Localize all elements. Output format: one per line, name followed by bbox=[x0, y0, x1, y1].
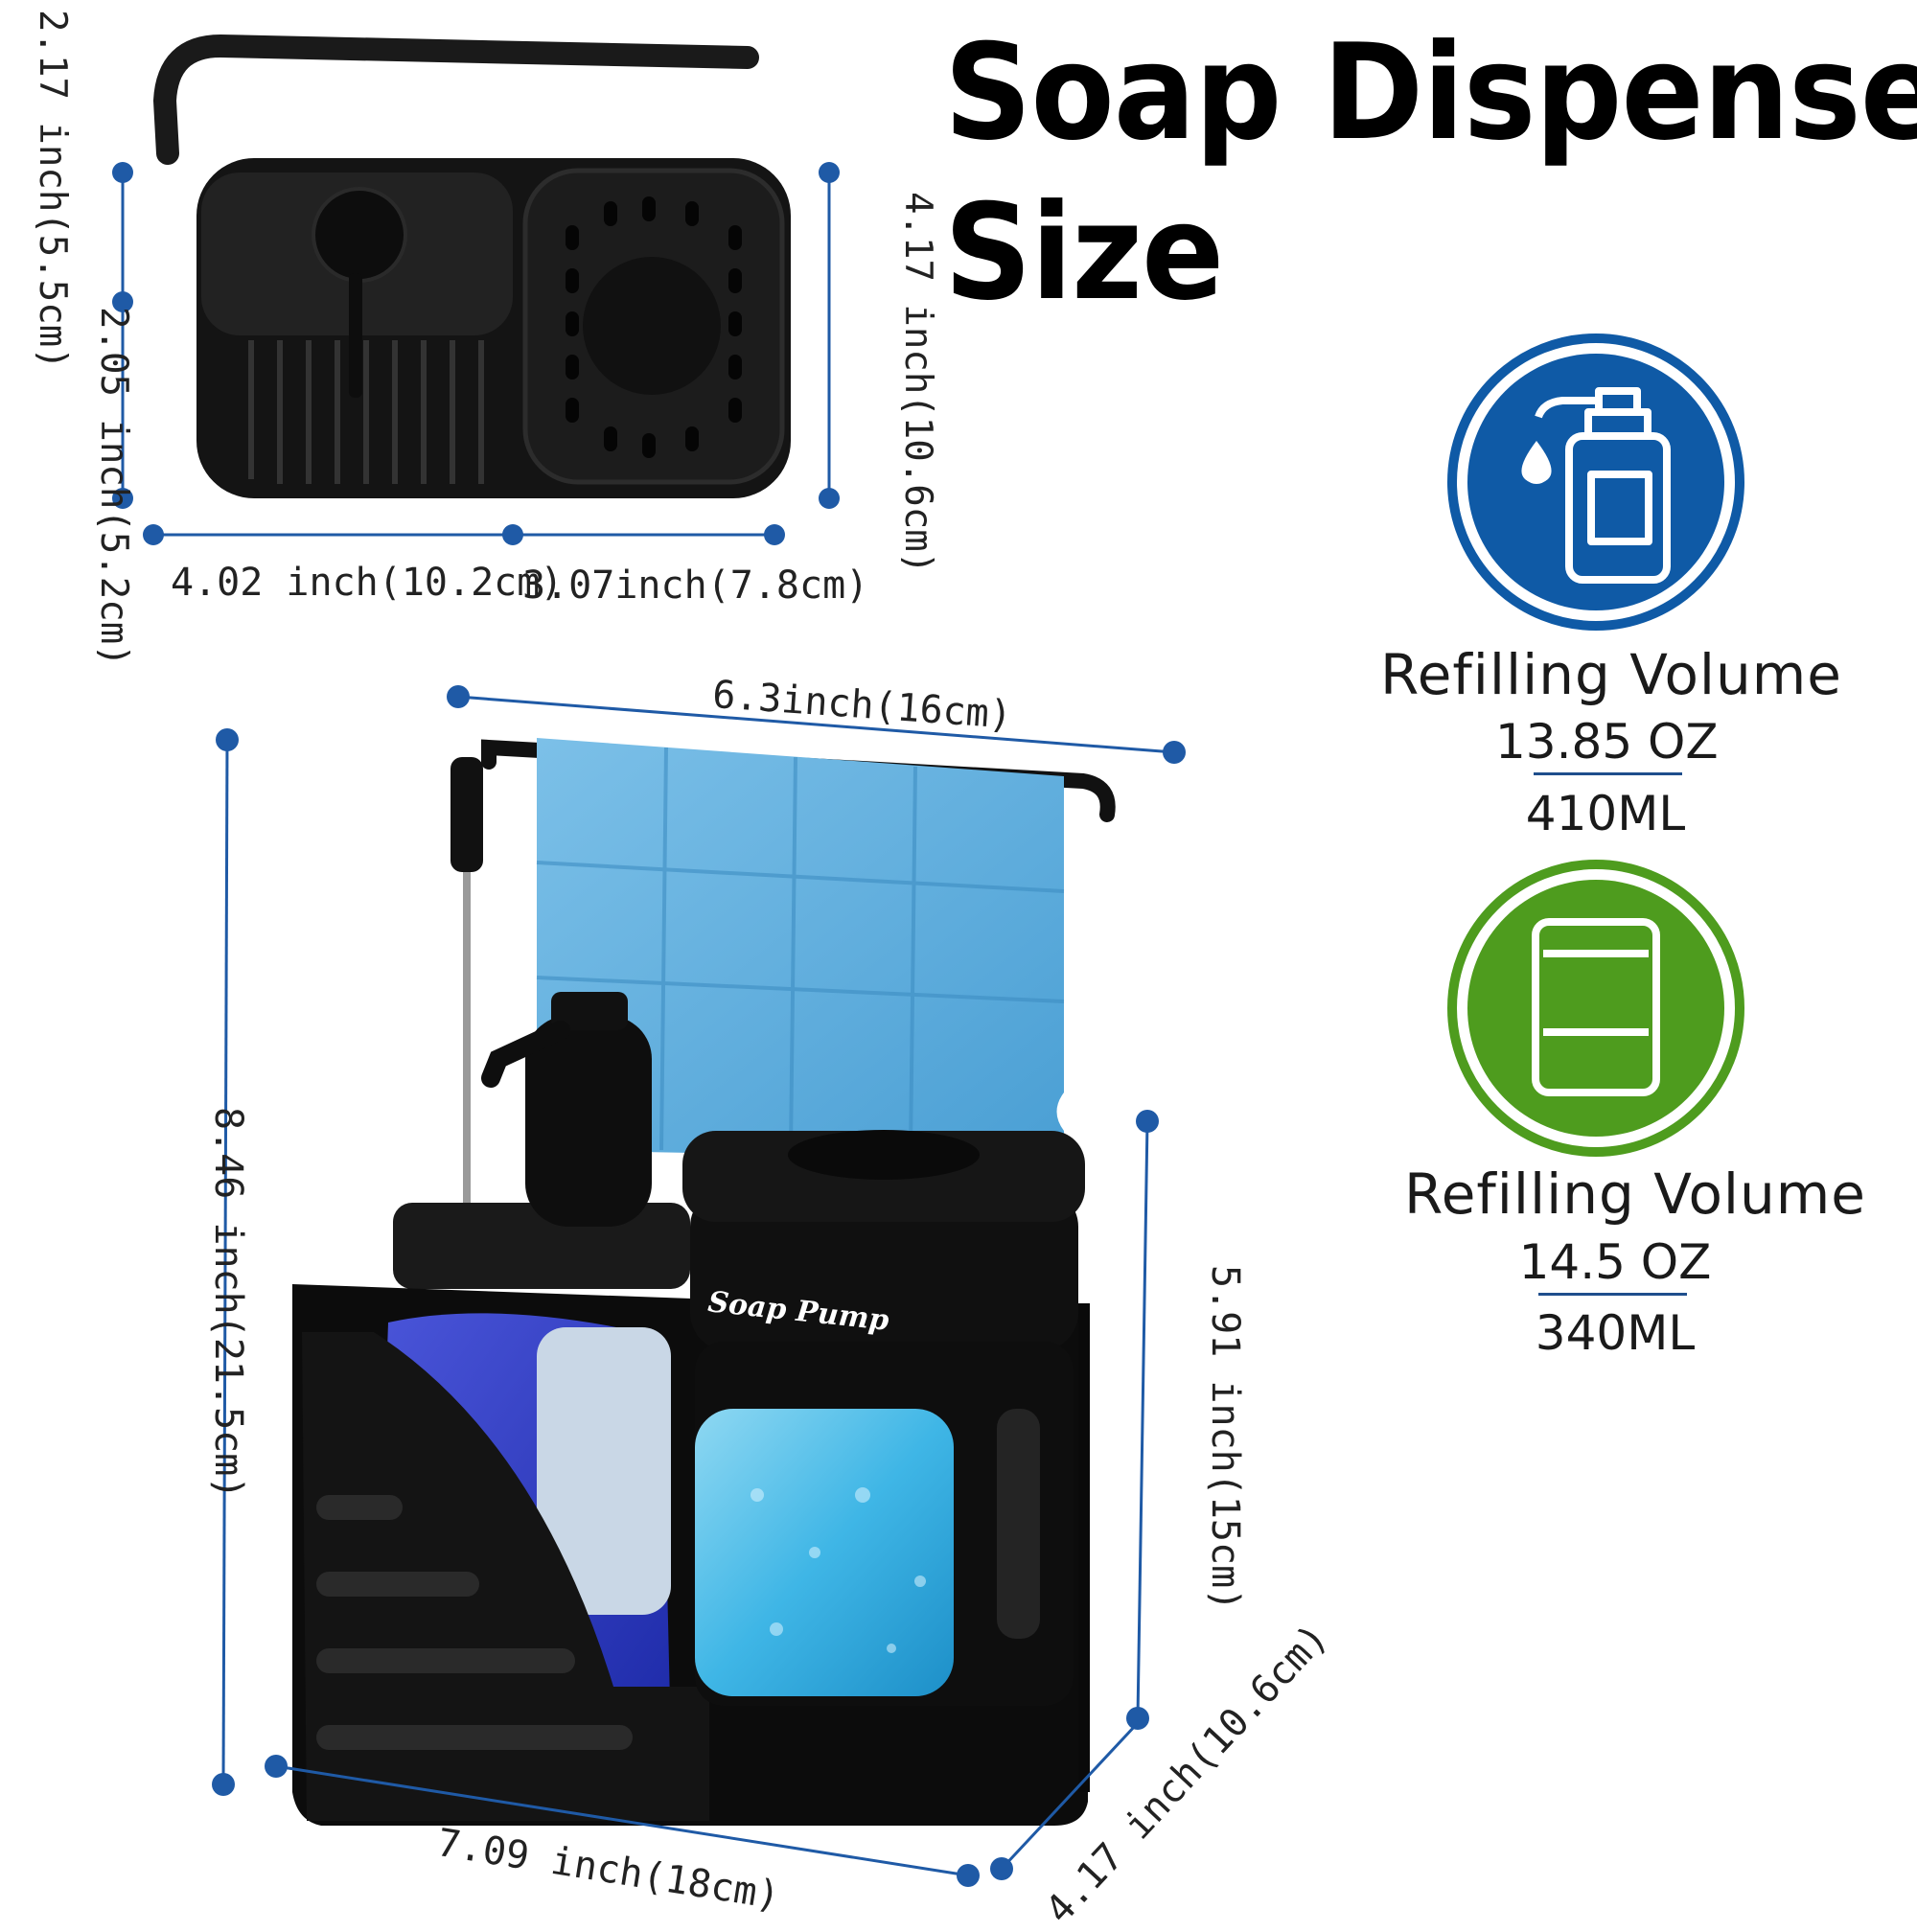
volume-label-1: Refilling Volume bbox=[1380, 642, 1842, 707]
volume-oz-2: 14.5 OZ bbox=[1518, 1234, 1712, 1290]
volume-divider-2 bbox=[1538, 1293, 1687, 1296]
front-view-dimension-lines bbox=[212, 685, 1186, 1887]
top-view-dimension-lines bbox=[112, 162, 840, 545]
top-left-height-outer-label: 2.17 inch(5.5cm) bbox=[31, 10, 74, 370]
top-left-height-inner-label: 2.05 inch(5.2cm) bbox=[92, 307, 135, 667]
volume-divider-1 bbox=[1534, 772, 1682, 775]
top-view-product bbox=[152, 34, 791, 498]
volume-label-2: Refilling Volume bbox=[1404, 1162, 1866, 1227]
spray-bottle-icon bbox=[1447, 334, 1744, 631]
title-line-1: Soap Dispenser bbox=[944, 15, 1917, 170]
volume-ml-1: 410ML bbox=[1525, 786, 1686, 841]
front-view-product bbox=[292, 738, 1116, 1826]
top-width-right-label: 3.07inch(7.8cm) bbox=[522, 564, 869, 608]
top-right-height-label: 4.17 inch(10.6cm) bbox=[896, 192, 939, 575]
front-right-height-label: 5.91 inch(15cm) bbox=[1203, 1265, 1247, 1612]
top-width-left-label: 4.02 inch(10.2cm) bbox=[171, 561, 564, 605]
container-icon bbox=[1447, 860, 1744, 1157]
volume-oz-1: 13.85 OZ bbox=[1495, 714, 1719, 770]
title-line-2: Size bbox=[944, 175, 1224, 330]
volume-ml-2: 340ML bbox=[1535, 1305, 1696, 1361]
front-total-height-label: 8.46 inch(21.5cm) bbox=[206, 1107, 250, 1500]
